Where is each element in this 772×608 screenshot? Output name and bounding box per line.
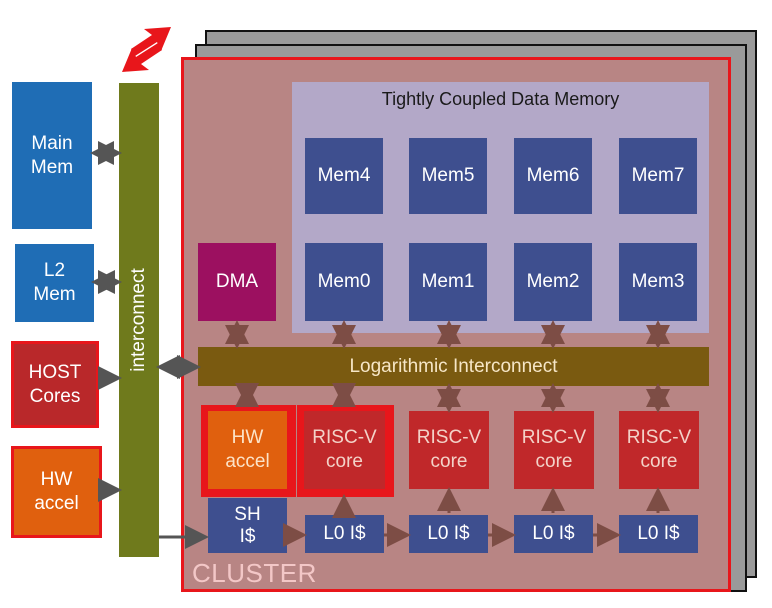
tcdm-title: Tightly Coupled Data Memory: [381, 88, 620, 109]
riscv-core-1: RISC-V core: [409, 411, 489, 489]
shared-icache-line2: I$: [239, 525, 256, 547]
l2-memory-line2: Mem: [33, 284, 76, 305]
main-memory: Main Mem: [12, 82, 92, 229]
shared-icache-line1: SH: [234, 503, 261, 525]
riscv-core-2-line2: core: [535, 451, 573, 472]
logarithmic-interconnect: Logarithmic Interconnect: [198, 347, 709, 386]
mem-bank-1: Mem1: [409, 243, 487, 321]
mem-bank-2: Mem2: [514, 243, 592, 321]
cluster-label: CLUSTER: [192, 558, 317, 588]
host-cores-line2: Cores: [29, 385, 81, 407]
host-cores-line1: HOST: [28, 361, 82, 383]
shared-icache: SH I$: [208, 498, 287, 553]
mem-bank-5: Mem5: [409, 138, 487, 214]
host-cores: HOST Cores: [11, 341, 99, 428]
mem-bank-7: Mem7: [619, 138, 697, 214]
hw-accel-host: HW accel: [11, 446, 102, 538]
hw-accel-cluster: HW accel: [208, 411, 287, 489]
hw-accel-host-line1: HW: [40, 469, 73, 491]
main-memory-line1: Main: [31, 132, 73, 154]
riscv-core-2-line1: RISC-V: [521, 427, 587, 449]
riscv-core-3: RISC-V core: [619, 411, 699, 489]
riscv-core-0-line1: RISC-V: [312, 427, 377, 449]
riscv-core-0-line2: core: [326, 451, 363, 472]
riscv-core-1-line1: RISC-V: [416, 427, 482, 449]
mem-bank-0: Mem0: [305, 243, 383, 321]
l0-icache-2: L0 I$: [514, 515, 593, 553]
mem-bank-6: Mem6: [514, 138, 592, 214]
riscv-core-3-line1: RISC-V: [626, 427, 692, 449]
riscv-core-2: RISC-V core: [514, 411, 594, 489]
system-interconnect: interconnect: [119, 83, 159, 557]
hw-accel-cluster-line2: accel: [225, 451, 270, 472]
dma-block: DMA: [198, 243, 276, 321]
l0-icache-0: L0 I$: [305, 515, 384, 553]
mem-bank-3: Mem3: [619, 243, 697, 321]
mem-bank-4: Mem4: [305, 138, 383, 214]
riscv-core-0: RISC-V core: [304, 411, 385, 489]
l0-icache-3: L0 I$: [619, 515, 698, 553]
l2-memory: L2 Mem: [15, 244, 94, 322]
main-memory-line2: Mem: [30, 156, 74, 178]
l2-memory-line1: L2: [43, 260, 66, 282]
hw-accel-host-line2: accel: [34, 493, 79, 514]
riscv-core-3-line2: core: [640, 451, 678, 472]
l0-icache-1: L0 I$: [409, 515, 488, 553]
external-link-arrow: [122, 27, 171, 72]
riscv-core-1-line2: core: [430, 451, 468, 472]
hw-accel-cluster-line1: HW: [231, 427, 264, 449]
